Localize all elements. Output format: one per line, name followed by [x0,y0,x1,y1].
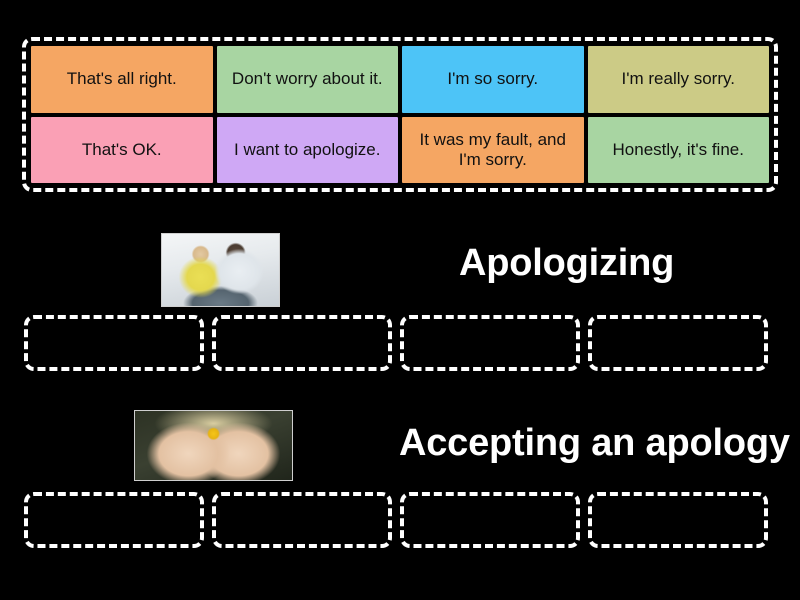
category-header: Accepting an apology [0,405,800,485]
word-tile[interactable]: That's OK. [31,116,213,183]
word-tile[interactable]: Don't worry about it. [216,46,398,113]
word-tile[interactable]: It was my fault, and I'm sorry. [402,116,584,183]
drop-zone[interactable] [588,315,768,371]
word-tile[interactable]: I'm really sorry. [587,46,769,113]
drop-zone[interactable] [212,492,392,548]
photo-placeholder [135,411,292,480]
drop-zone[interactable] [24,492,204,548]
category-apologizing: Apologizing [0,228,800,371]
photo-placeholder [162,234,279,306]
category-accepting: Accepting an apology [0,405,800,548]
word-bank-grid: That's all right. Don't worry about it. … [31,46,769,183]
category-title: Accepting an apology [399,422,790,464]
word-tile[interactable]: Honestly, it's fine. [587,116,769,183]
drop-zone[interactable] [212,315,392,371]
drop-zone[interactable] [400,315,580,371]
word-bank-container: That's all right. Don't worry about it. … [22,37,778,192]
photo-man-comforting-upset-woman [161,233,280,307]
drop-zone[interactable] [400,492,580,548]
drop-zone[interactable] [24,315,204,371]
drop-zone-row [24,315,768,371]
word-tile[interactable]: That's all right. [31,46,213,113]
photo-open-hands-holding-yellow-flower [134,410,293,481]
category-header: Apologizing [0,228,800,308]
drop-zone[interactable] [588,492,768,548]
word-tile[interactable]: I'm so sorry. [402,46,584,113]
word-tile[interactable]: I want to apologize. [216,116,398,183]
category-title: Apologizing [459,242,675,284]
drop-zone-row [24,492,768,548]
